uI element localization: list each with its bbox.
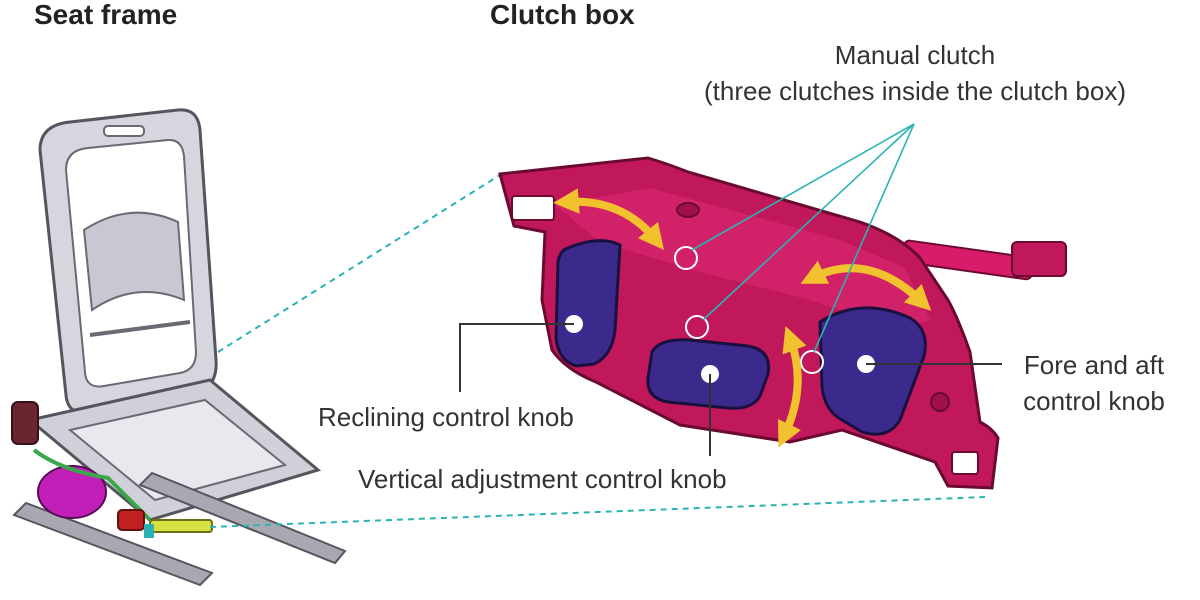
seat-rail-right: [138, 471, 347, 565]
label-fore-aft-line2: control knob: [1023, 386, 1165, 416]
leader-clutch-3: [813, 123, 915, 353]
mount-hole-left: [511, 195, 555, 221]
linkage-green: [32, 448, 152, 522]
headrest-slot: [103, 125, 145, 137]
bolt-boss: [930, 392, 950, 412]
back-crossbar: [89, 320, 191, 337]
reclining-motion-arrow: [553, 188, 665, 250]
reclining-control-knob: [554, 239, 622, 368]
vertical-motion-arrow: [777, 326, 807, 448]
zoom-line-lower: [209, 496, 986, 528]
mount-hole-right: [951, 451, 979, 475]
clutch-marker-1: [674, 246, 698, 270]
label-manual-clutch-detail: (three clutches inside the clutch box): [704, 76, 1126, 106]
clutch-box-illustration: [498, 156, 1067, 490]
zoom-line-upper: [217, 174, 501, 353]
torque-rod-yellow: [149, 519, 213, 533]
zoom-lines: [209, 174, 986, 528]
leader-lines: [459, 123, 1002, 456]
clutch-marker-2: [685, 315, 709, 339]
shaft-connector: [1011, 241, 1067, 277]
leader-clutch-2: [702, 123, 915, 321]
connector-teal: [144, 524, 154, 538]
label-vertical-adjustment-knob: Vertical adjustment control knob: [358, 464, 727, 494]
clutch-box-on-seat: [37, 465, 107, 519]
heading-seat-frame: Seat frame: [34, 0, 178, 30]
recliner-mechanism: [11, 401, 39, 445]
seat-frame-illustration: [11, 108, 347, 587]
heading-clutch-box: Clutch box: [490, 0, 635, 30]
lumbar-support: [82, 211, 186, 312]
leader-clutch-1: [691, 123, 915, 251]
leader-reclining: [459, 323, 574, 392]
label-manual-clutch: Manual clutch: [834, 40, 996, 70]
actuator-red: [117, 509, 145, 531]
clutch-port-top: [676, 202, 700, 218]
seat-cushion-inner: [67, 398, 288, 502]
label-reclining-knob: Reclining control knob: [318, 402, 574, 432]
seat-rail-left: [12, 501, 214, 587]
label-fore-aft-line1: Fore and aft: [1023, 350, 1165, 380]
fore-aft-motion-arrow: [800, 260, 932, 311]
